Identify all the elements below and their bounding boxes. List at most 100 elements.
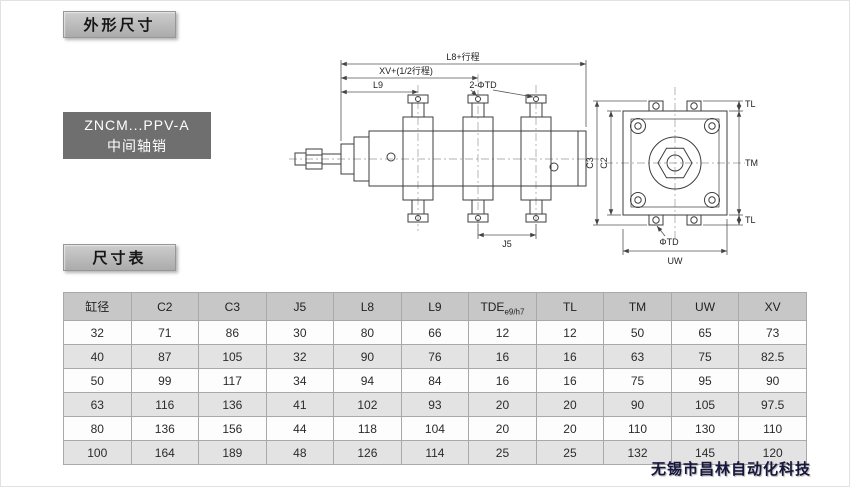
table-cell: 16 xyxy=(468,368,537,393)
dim-label-tl-bottom: TL xyxy=(745,215,756,225)
table-cell: 114 xyxy=(400,440,470,465)
table-cell: 20 xyxy=(468,392,537,417)
table-cell: 32 xyxy=(265,344,335,369)
table-cell: 99 xyxy=(130,368,200,393)
table-cell: 90 xyxy=(603,392,672,417)
dimension-labels: L8+行程 XV+(1/2行程) L9 2-ΦTD J5 C3 C2 TL TM… xyxy=(373,51,758,266)
dim-label-xv-half-stroke: XV+(1/2行程) xyxy=(379,65,433,76)
table-cell: 110 xyxy=(738,416,807,441)
table-cell: 104 xyxy=(400,416,470,441)
table-cell: 16 xyxy=(468,344,537,369)
table-cell: 94 xyxy=(333,368,402,393)
table-cell: 16 xyxy=(535,368,605,393)
table-cell: 116 xyxy=(130,392,200,417)
table-cell: 189 xyxy=(198,440,267,465)
table-cell: 20 xyxy=(535,392,605,417)
table-cell: 80 xyxy=(63,416,132,441)
dim-label-uw: UW xyxy=(668,256,683,266)
table-header-cell: TM xyxy=(603,292,672,321)
table-cell: 12 xyxy=(535,320,605,345)
table-header-cell: 缸径 xyxy=(63,292,132,321)
table-cell: 76 xyxy=(400,344,470,369)
table-cell: 44 xyxy=(265,416,335,441)
table-header-cell: C3 xyxy=(198,292,267,321)
technical-drawing: L8+行程 XV+(1/2行程) L9 2-ΦTD J5 C3 C2 TL TM… xyxy=(289,51,758,266)
table-cell: 145 xyxy=(670,440,740,465)
table-cell: 93 xyxy=(400,392,470,417)
dim-label-phi-td: ΦTD xyxy=(659,237,679,247)
table-cell: 156 xyxy=(198,416,267,441)
table-cell: 20 xyxy=(468,416,537,441)
table-cell: 90 xyxy=(333,344,402,369)
table-cell: 126 xyxy=(333,440,402,465)
table-cell: 84 xyxy=(400,368,470,393)
dimension-lines xyxy=(340,60,743,255)
table-cell: 73 xyxy=(738,320,807,345)
table-cell: 71 xyxy=(130,320,200,345)
table-cell: 87 xyxy=(130,344,200,369)
table-cell: 65 xyxy=(670,320,740,345)
dim-label-tl-top: TL xyxy=(745,99,756,109)
table-cell: 136 xyxy=(130,416,200,441)
dim-label-j5: J5 xyxy=(502,239,512,249)
table-cell: 63 xyxy=(603,344,672,369)
side-view xyxy=(289,74,599,231)
table-cell: 75 xyxy=(670,344,740,369)
table-header-cell: L8 xyxy=(333,292,402,321)
table-cell: 34 xyxy=(265,368,335,393)
dim-label-2-phi-td: 2-ΦTD xyxy=(469,80,497,90)
table-cell: 95 xyxy=(670,368,740,393)
table-cell: 80 xyxy=(333,320,402,345)
table-cell: 120 xyxy=(738,440,807,465)
table-cell: 50 xyxy=(603,320,672,345)
table-cell: 25 xyxy=(468,440,537,465)
dim-label-l8-stroke: L8+行程 xyxy=(446,51,479,62)
table-header-cell: J5 xyxy=(265,292,335,321)
table-cell: 97.5 xyxy=(738,392,807,417)
table-cell: 41 xyxy=(265,392,335,417)
table-cell: 63 xyxy=(63,392,132,417)
table-cell: 40 xyxy=(63,344,132,369)
table-cell: 50 xyxy=(63,368,132,393)
table-cell: 66 xyxy=(400,320,470,345)
dim-label-tm: TM xyxy=(745,158,758,168)
end-view xyxy=(605,87,745,241)
company-watermark: 无锡市昌林自动化科技 xyxy=(650,461,811,478)
table-cell: 90 xyxy=(738,368,807,393)
product-model-label: ZNCM...PPV-A 中间轴销 xyxy=(63,112,211,159)
table-cell: 118 xyxy=(333,416,402,441)
dim-label-l9: L9 xyxy=(373,80,383,90)
table-cell: 32 xyxy=(63,320,132,345)
table-header-cell: TL xyxy=(535,292,605,321)
table-cell: 136 xyxy=(198,392,267,417)
table-cell: 164 xyxy=(130,440,200,465)
table-header-cell: TDEe9/h7 xyxy=(468,292,537,321)
table-header-subscript: e9/h7 xyxy=(504,306,525,316)
table-header-cell: XV xyxy=(738,292,807,321)
table-cell: 16 xyxy=(535,344,605,369)
table-cell: 12 xyxy=(468,320,537,345)
table-cell: 75 xyxy=(603,368,672,393)
product-model: ZNCM...PPV-A xyxy=(84,116,190,133)
table-cell: 20 xyxy=(535,416,605,441)
section-title-dimension-table: 尺寸表 xyxy=(63,244,176,271)
table-cell: 82.5 xyxy=(738,344,807,369)
table-header-cell: UW xyxy=(670,292,740,321)
table-header-cell: L9 xyxy=(400,292,470,321)
section-title-outline-dimensions: 外形尺寸 xyxy=(63,11,176,38)
table-cell: 30 xyxy=(265,320,335,345)
table-cell: 105 xyxy=(198,344,267,369)
table-cell: 132 xyxy=(603,440,672,465)
table-cell: 130 xyxy=(670,416,740,441)
dim-label-c3: C3 xyxy=(585,157,595,169)
table-cell: 102 xyxy=(333,392,402,417)
table-cell: 48 xyxy=(265,440,335,465)
